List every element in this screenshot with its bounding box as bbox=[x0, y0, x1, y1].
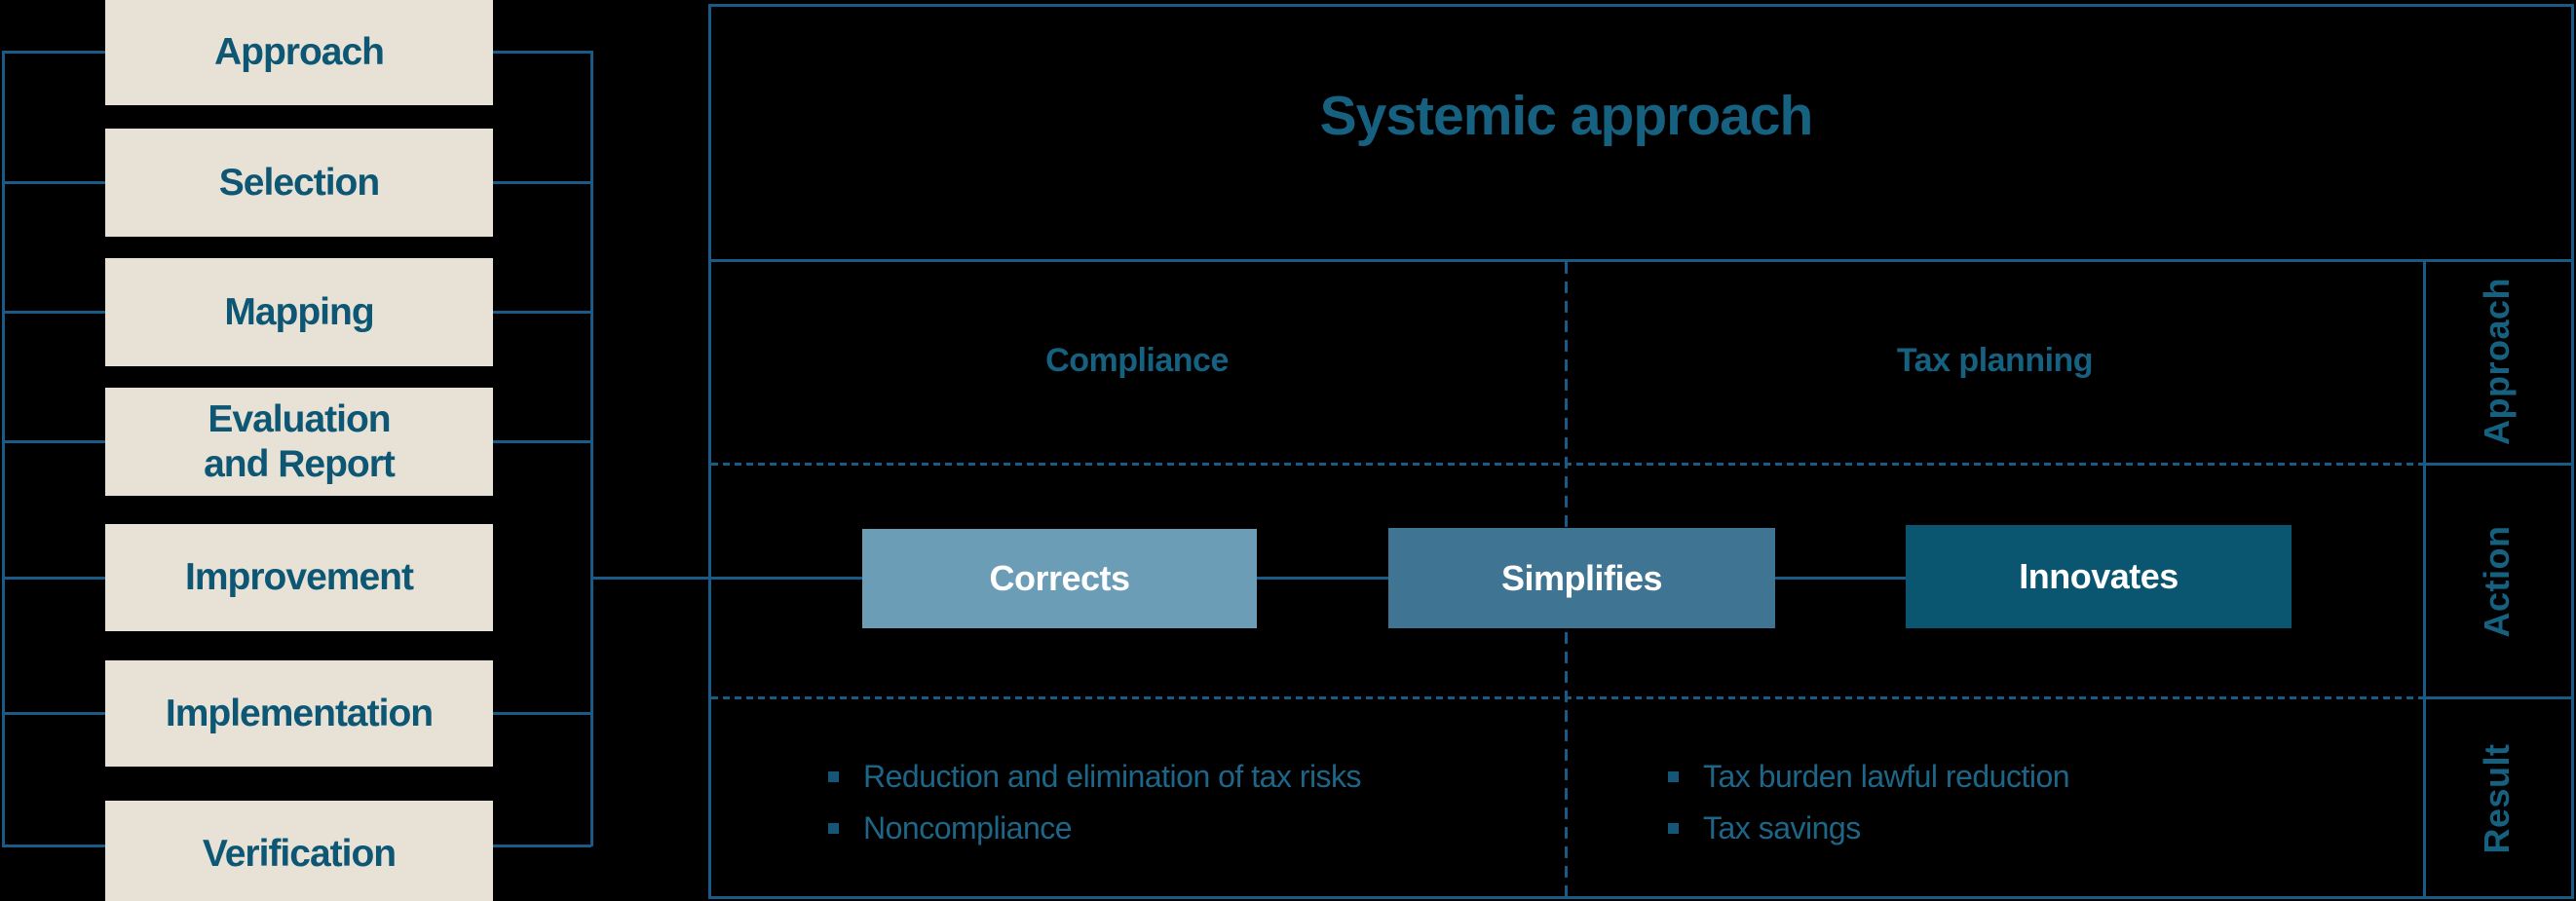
label-column-separator bbox=[2423, 463, 2574, 466]
list-item: Tax burden lawful reduction bbox=[1668, 757, 2070, 796]
left-bracket-line bbox=[2, 51, 5, 846]
bullet-square-icon bbox=[1668, 770, 1679, 782]
result-text: Tax savings bbox=[1703, 809, 1861, 845]
bullet-square-icon bbox=[828, 822, 839, 834]
button-simplifies: Simplifies bbox=[1388, 528, 1775, 628]
flow-box-label: Verification bbox=[202, 833, 397, 875]
flow-to-panel-connector bbox=[590, 577, 862, 580]
result-text: Reduction and elimination of tax risks bbox=[863, 758, 1362, 794]
flow-box-mapping: Mapping bbox=[105, 258, 493, 366]
connector-stub bbox=[2, 712, 105, 715]
flow-box-implementation: Implementation bbox=[105, 660, 493, 767]
result-text: Noncompliance bbox=[863, 809, 1073, 845]
flow-box-label: Mapping bbox=[224, 290, 374, 333]
flow-box-label: Selection bbox=[218, 161, 380, 204]
flow-box-verification: Verification bbox=[105, 801, 493, 901]
header-separator-line bbox=[708, 259, 2574, 262]
simplifies-innovates-connector bbox=[1775, 577, 1906, 580]
connector-stub bbox=[2, 311, 105, 314]
connector-stub bbox=[493, 51, 591, 54]
button-corrects: Corrects bbox=[862, 529, 1257, 628]
flow-box-label: Approach bbox=[213, 31, 385, 73]
tax-planning-results-list: Tax burden lawful reduction Tax savings bbox=[1668, 757, 2070, 847]
connector-stub bbox=[2, 577, 105, 580]
connector-stub bbox=[493, 845, 591, 847]
right-bracket-line bbox=[590, 51, 593, 846]
list-item: Reduction and elimination of tax risks bbox=[828, 757, 1362, 796]
column-header-compliance: Compliance bbox=[1045, 342, 1229, 379]
bullet-square-icon bbox=[1668, 822, 1679, 834]
row-label-result: Result bbox=[2477, 743, 2517, 854]
flow-box-label: Implementation bbox=[165, 692, 434, 734]
list-item: Noncompliance bbox=[828, 808, 1361, 847]
flow-box-evaluation-and-report: Evaluation and Report bbox=[105, 388, 493, 496]
flow-box-approach: Approach bbox=[105, 0, 493, 105]
systemic-approach-panel bbox=[708, 4, 2574, 899]
button-label: Simplifies bbox=[1500, 557, 1663, 598]
connector-stub bbox=[493, 311, 591, 314]
result-text: Tax burden lawful reduction bbox=[1703, 758, 2070, 794]
label-column-separator bbox=[2423, 696, 2574, 699]
flow-box-label: Improvement bbox=[185, 556, 414, 598]
corrects-simplifies-connector bbox=[1257, 577, 1388, 580]
button-innovates: Innovates bbox=[1906, 525, 2292, 628]
row-label-action: Action bbox=[2477, 525, 2517, 638]
connector-stub bbox=[493, 181, 591, 184]
flow-box-improvement: Improvement bbox=[105, 524, 493, 631]
flow-box-label: Evaluation and Report bbox=[204, 397, 396, 485]
connector-stub bbox=[2, 181, 105, 184]
connector-stub bbox=[493, 712, 591, 715]
button-label: Innovates bbox=[2019, 556, 2178, 596]
button-label: Corrects bbox=[989, 558, 1130, 598]
column-header-tax-planning: Tax planning bbox=[1896, 342, 2094, 379]
connector-stub bbox=[2, 845, 105, 847]
connector-stub bbox=[2, 51, 105, 54]
bullet-square-icon bbox=[828, 770, 839, 782]
panel-title: Systemic approach bbox=[1319, 85, 1814, 147]
row-label-column-divider bbox=[2423, 259, 2426, 899]
compliance-results-list: Reduction and elimination of tax risks N… bbox=[828, 757, 1362, 847]
connector-stub bbox=[2, 440, 105, 443]
flow-box-selection: Selection bbox=[105, 129, 493, 237]
row-label-approach: Approach bbox=[2477, 278, 2517, 446]
connector-stub bbox=[493, 440, 591, 443]
list-item: Tax savings bbox=[1668, 808, 2069, 847]
